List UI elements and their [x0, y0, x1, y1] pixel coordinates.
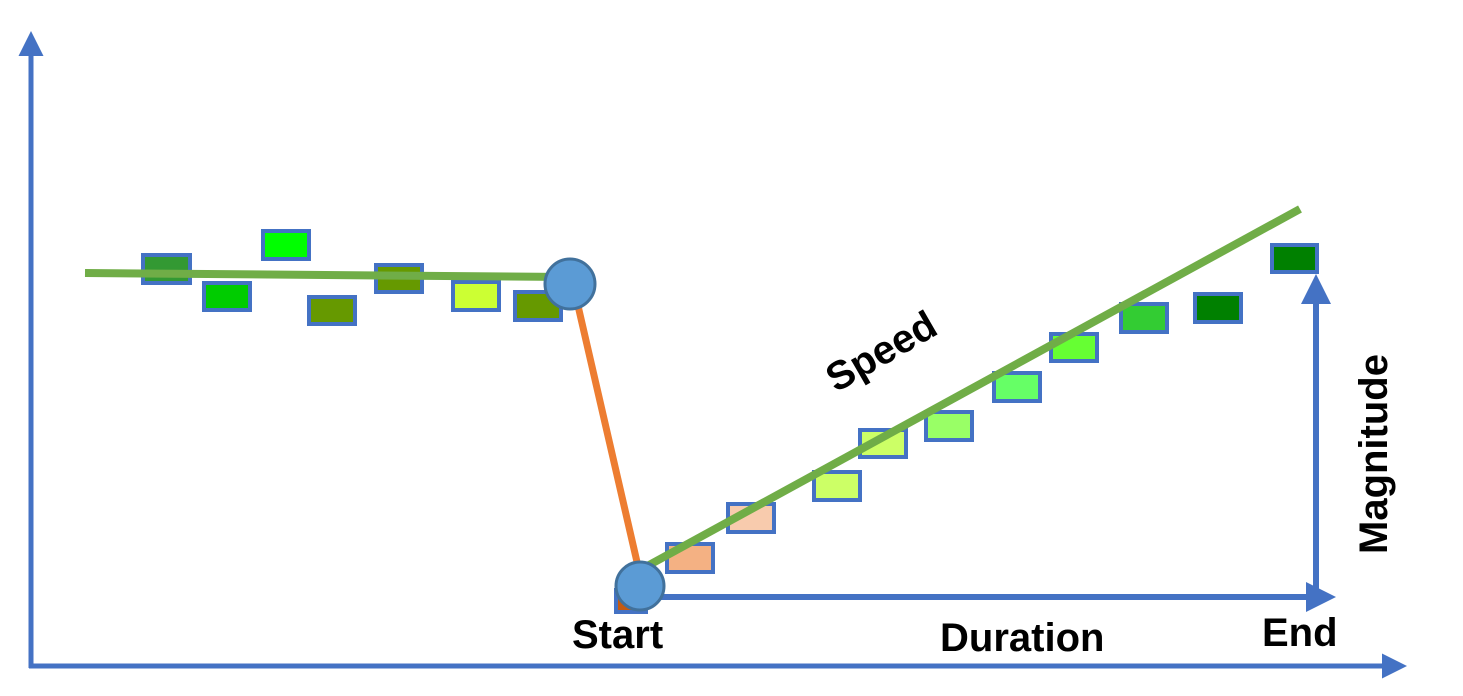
data-marker	[992, 371, 1042, 403]
drop-start-node	[543, 257, 597, 311]
magnitude-label: Magnitude	[1352, 354, 1396, 554]
data-marker	[1193, 292, 1243, 324]
post-event-markers	[614, 243, 1319, 614]
data-marker	[307, 295, 357, 326]
data-marker	[261, 229, 311, 261]
data-marker	[141, 253, 192, 285]
data-marker	[451, 280, 501, 312]
data-marker	[202, 281, 252, 312]
data-marker	[924, 410, 974, 442]
data-marker	[1270, 243, 1319, 274]
start-label: Start	[572, 613, 663, 657]
data-marker	[812, 470, 862, 502]
duration-label: Duration	[940, 616, 1104, 660]
recovery-start-node	[614, 560, 666, 612]
end-label: End	[1262, 611, 1338, 655]
speed-label: Speed	[819, 303, 945, 401]
drop-line	[569, 283, 644, 576]
baseline-trend-line	[84, 269, 571, 281]
data-marker	[1119, 302, 1169, 334]
speed-trend-line	[638, 205, 1302, 574]
